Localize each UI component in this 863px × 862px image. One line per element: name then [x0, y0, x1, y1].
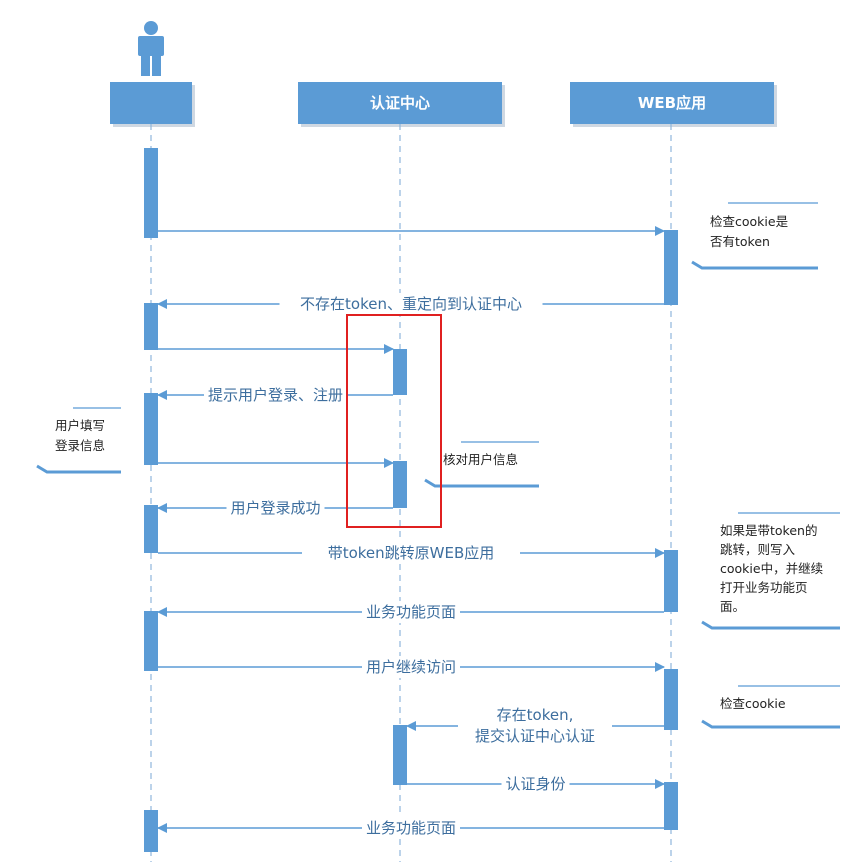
- message-label-bg: [362, 817, 460, 839]
- message-6: 用户登录成功: [157, 497, 393, 519]
- note-text-line: 打开业务功能页: [720, 580, 808, 595]
- activation-bar: [144, 611, 158, 671]
- message-label: 存在token,: [497, 706, 574, 724]
- highlight-box: [346, 314, 442, 528]
- message-label-bg: [226, 497, 325, 519]
- message-label-bg: [362, 656, 460, 678]
- participant-label: WEB应用: [638, 94, 706, 112]
- note-bottom-rule: [691, 260, 818, 270]
- message-label-bg: [362, 601, 460, 623]
- note-text-line: 核对用户信息: [443, 452, 518, 467]
- person-icon-right-leg: [152, 54, 161, 76]
- message-2: 不存在token、重定向到认证中心: [157, 293, 664, 315]
- participant-box: [298, 82, 502, 124]
- activation-bar: [664, 550, 678, 612]
- activation-bar: [664, 782, 678, 830]
- participant-auth: 认证中心: [298, 82, 505, 127]
- message-11: 认证身份: [407, 773, 665, 795]
- note-bottom-rule: [36, 464, 121, 474]
- note-bottom-rule: [701, 620, 840, 630]
- message-label-bg: [279, 293, 543, 315]
- participant-box: [570, 82, 774, 124]
- activation-bar: [144, 505, 158, 553]
- activation-bar: [664, 230, 678, 305]
- message-label: 提交认证中心认证: [475, 727, 595, 745]
- message-label: 认证身份: [505, 775, 565, 793]
- message-9: 用户继续访问: [158, 656, 665, 678]
- note-text-line: 登录信息: [55, 438, 105, 453]
- message-label-bg: [458, 725, 612, 745]
- message-label-bg: [501, 773, 570, 795]
- note-callout: 检查cookie: [701, 685, 840, 729]
- activation-bar: [144, 393, 158, 465]
- person-icon-head: [144, 21, 158, 35]
- message-12: 业务功能页面: [157, 817, 664, 839]
- message-label: 业务功能页面: [366, 603, 456, 621]
- note-text-line: 用户填写: [55, 418, 105, 433]
- message-label: 用户继续访问: [366, 658, 456, 676]
- message-label: 提示用户登录、注册: [208, 386, 343, 404]
- note-text-line: 检查cookie是: [710, 214, 789, 229]
- message-label-bg: [302, 542, 520, 564]
- participant-web: WEB应用: [570, 82, 777, 127]
- person-icon-torso: [138, 36, 164, 56]
- activation-bar: [144, 303, 158, 350]
- person-icon: [138, 21, 164, 76]
- activation-bar: [393, 461, 407, 508]
- message-7: 带token跳转原WEB应用: [158, 542, 665, 564]
- message-label-bg: [458, 704, 612, 724]
- message-label: 不存在token、重定向到认证中心: [300, 295, 522, 313]
- note-text-line: 否有token: [710, 234, 770, 249]
- note-text-line: cookie中，并继续: [720, 561, 823, 576]
- person-icon-left-leg: [141, 54, 150, 76]
- activation-bar: [664, 669, 678, 730]
- message-label: 用户登录成功: [230, 499, 320, 517]
- participant-user: [110, 82, 195, 127]
- note-callout: 核对用户信息: [424, 441, 539, 488]
- participant-label: 认证中心: [370, 94, 430, 112]
- participant-box: [110, 82, 192, 124]
- note-text-line: 跳转，则写入: [720, 542, 796, 557]
- note-bottom-rule: [701, 719, 840, 729]
- note-text-line: 面。: [720, 599, 745, 614]
- note-text-line: 如果是带token的: [720, 523, 817, 538]
- message-label: 带token跳转原WEB应用: [328, 544, 495, 562]
- message-8: 业务功能页面: [157, 601, 664, 623]
- message-label-bg: [204, 384, 347, 406]
- activation-bar: [144, 148, 158, 238]
- note-text-line: 检查cookie: [720, 696, 786, 711]
- message-4: 提示用户登录、注册: [157, 384, 393, 406]
- message-label: 业务功能页面: [366, 819, 456, 837]
- activation-bar: [144, 810, 158, 852]
- message-10: 存在token, 提交认证中心认证: [406, 704, 664, 745]
- activation-bar: [393, 349, 407, 395]
- note-bottom-rule: [424, 478, 539, 488]
- activation-bar: [393, 725, 407, 785]
